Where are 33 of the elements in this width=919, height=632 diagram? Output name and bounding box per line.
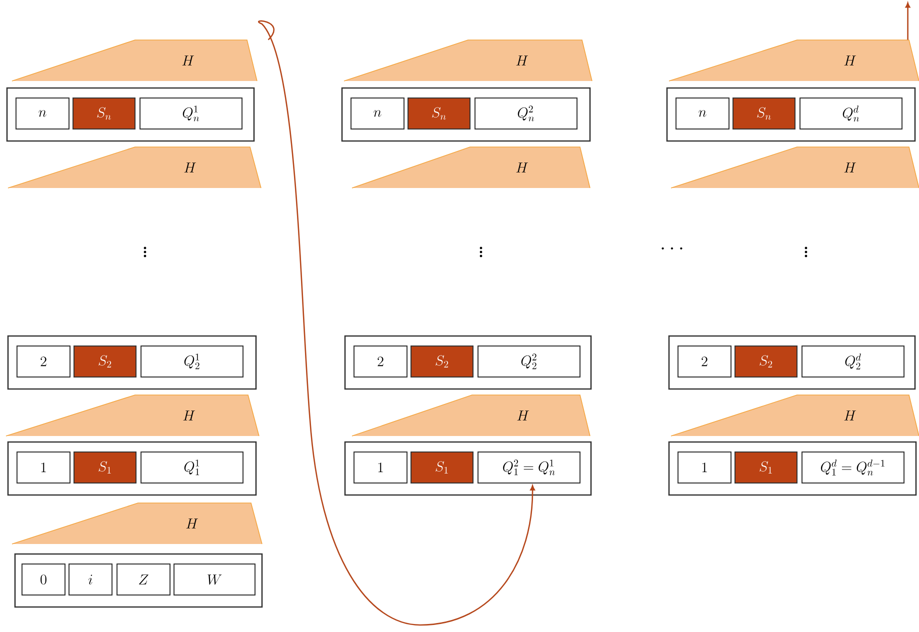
field-cell: $2$ xyxy=(678,346,732,378)
field-cell: $S_1$ xyxy=(734,452,798,484)
trapezoid: $H$ xyxy=(6,394,260,436)
field-cell: $Q_2^1$ xyxy=(140,346,244,378)
field-cell: $Q_n^1$ xyxy=(140,98,242,130)
field-cell: $S_1$ xyxy=(74,452,136,484)
trapezoid: $H$ xyxy=(670,146,919,188)
field-cell: $Q_2^d$ xyxy=(802,346,904,378)
field-cell: $1$ xyxy=(678,452,732,484)
field-cell: $n$ xyxy=(16,98,70,130)
field-cell: $n$ xyxy=(676,98,730,130)
ellipsis: $\vdots$ xyxy=(804,246,808,258)
field-cell: $1$ xyxy=(16,452,70,484)
ellipsis: $\cdots$ xyxy=(662,247,682,250)
field-cell: $S_2$ xyxy=(734,346,798,378)
trapezoid: $H$ xyxy=(668,40,919,82)
field-cell: $Q_1^1$ xyxy=(140,452,244,484)
field-cell: $S_n$ xyxy=(732,98,796,130)
trapezoid: $H$ xyxy=(8,146,262,188)
trapezoid: $H$ xyxy=(670,394,919,436)
trapezoid: $H$ xyxy=(12,40,258,82)
ellipsis: $\vdots$ xyxy=(144,246,146,258)
field-cell: $0$ xyxy=(22,564,66,596)
trapezoid: $H$ xyxy=(12,502,262,544)
field-cell: $Q_1^d = Q_n^{d-1}$ xyxy=(802,452,904,484)
arrow xyxy=(905,2,910,40)
field-cell: $Z$ xyxy=(116,564,170,596)
field-cell: $Q_n^d$ xyxy=(800,98,902,130)
field-cell: $S_2$ xyxy=(74,346,136,378)
field-cell: $2$ xyxy=(16,346,70,378)
field-cell: $i$ xyxy=(68,564,112,596)
field-cell: $S_n$ xyxy=(72,98,136,130)
field-cell: $W$ xyxy=(174,564,256,596)
